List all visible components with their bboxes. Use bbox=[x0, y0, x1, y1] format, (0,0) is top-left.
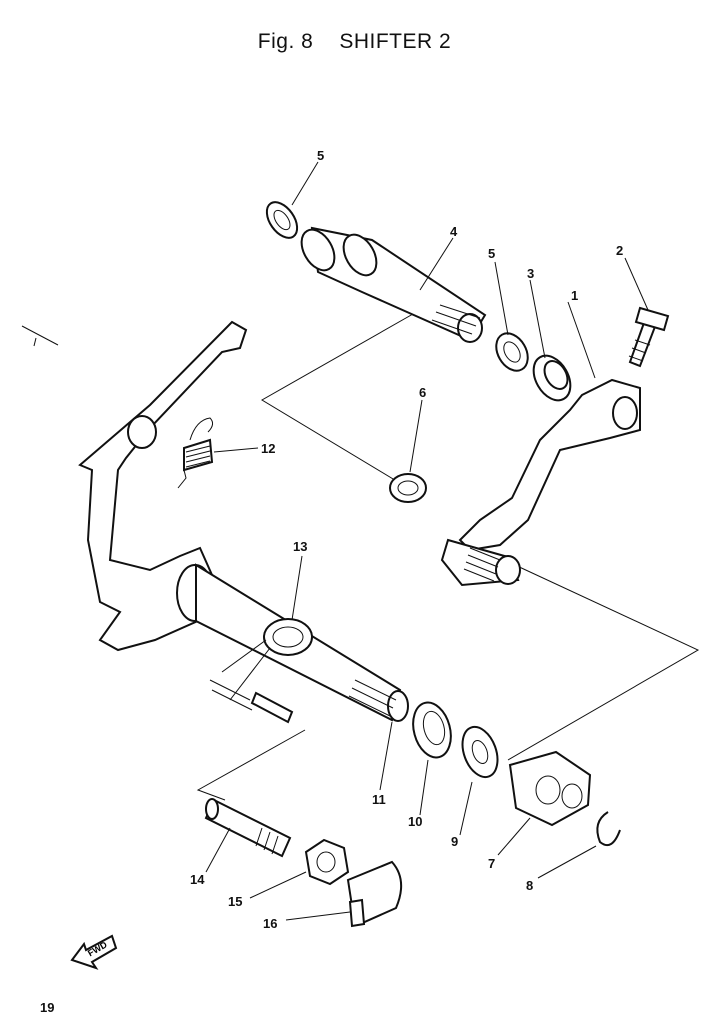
callout-9: 9 bbox=[451, 834, 458, 849]
spring-part-12 bbox=[177, 417, 214, 489]
callout-10: 10 bbox=[408, 814, 422, 829]
callout-8: 8 bbox=[526, 878, 533, 893]
return-spring-part-13 bbox=[221, 618, 313, 701]
alignment-lines bbox=[196, 309, 700, 801]
pins bbox=[209, 679, 294, 724]
figure-title: Fig. 8 SHIFTER 2 bbox=[0, 30, 709, 54]
page-number: 19 bbox=[40, 1000, 55, 1015]
fwd-arrow-icon: FWD bbox=[70, 934, 118, 970]
shift-shaft-part-4 bbox=[300, 226, 487, 343]
nut-part-15 bbox=[304, 838, 350, 886]
callout-2: 2 bbox=[616, 243, 623, 258]
shift-pedal-part-1 bbox=[440, 378, 641, 587]
callout-11: 11 bbox=[372, 792, 386, 807]
figure-name: SHIFTER 2 bbox=[339, 30, 452, 53]
callout-5-top: 5 bbox=[317, 148, 324, 163]
stud-part-14 bbox=[204, 798, 292, 858]
figure-number: Fig. 8 bbox=[257, 30, 314, 53]
callout-14: 14 bbox=[190, 872, 205, 887]
bolt-part-2 bbox=[628, 306, 670, 368]
callout-12: 12 bbox=[261, 441, 275, 456]
lock-washer-part-16 bbox=[346, 860, 403, 928]
callout-3: 3 bbox=[527, 266, 534, 281]
callout-labels: 1 2 3 4 5 5 6 7 8 9 10 11 12 13 14 15 16 bbox=[190, 148, 623, 931]
callout-leaders bbox=[205, 161, 649, 921]
callout-4: 4 bbox=[450, 224, 458, 239]
scan-marks bbox=[21, 325, 59, 347]
callout-1: 1 bbox=[571, 288, 578, 303]
washer-part-5-lower bbox=[495, 332, 529, 372]
callout-5-lower: 5 bbox=[488, 246, 495, 261]
oil-seal-part-10 bbox=[412, 701, 452, 759]
callout-7: 7 bbox=[488, 856, 495, 871]
callout-13: 13 bbox=[293, 539, 307, 554]
callout-6: 6 bbox=[419, 385, 426, 400]
alignment-line-upper bbox=[261, 309, 421, 489]
cam-part-7 bbox=[508, 750, 592, 827]
washer-part-5-top bbox=[265, 201, 299, 239]
bushing-part-6 bbox=[389, 473, 427, 503]
alignment-line-lower bbox=[196, 729, 306, 801]
circlip-part-8 bbox=[596, 811, 621, 846]
alignment-line-right bbox=[507, 564, 700, 761]
shift-lever-assembly bbox=[78, 320, 409, 722]
washer-part-9 bbox=[461, 725, 499, 779]
callout-15: 15 bbox=[228, 894, 242, 909]
callout-16: 16 bbox=[263, 916, 277, 931]
oil-seal-part-3 bbox=[532, 354, 572, 402]
